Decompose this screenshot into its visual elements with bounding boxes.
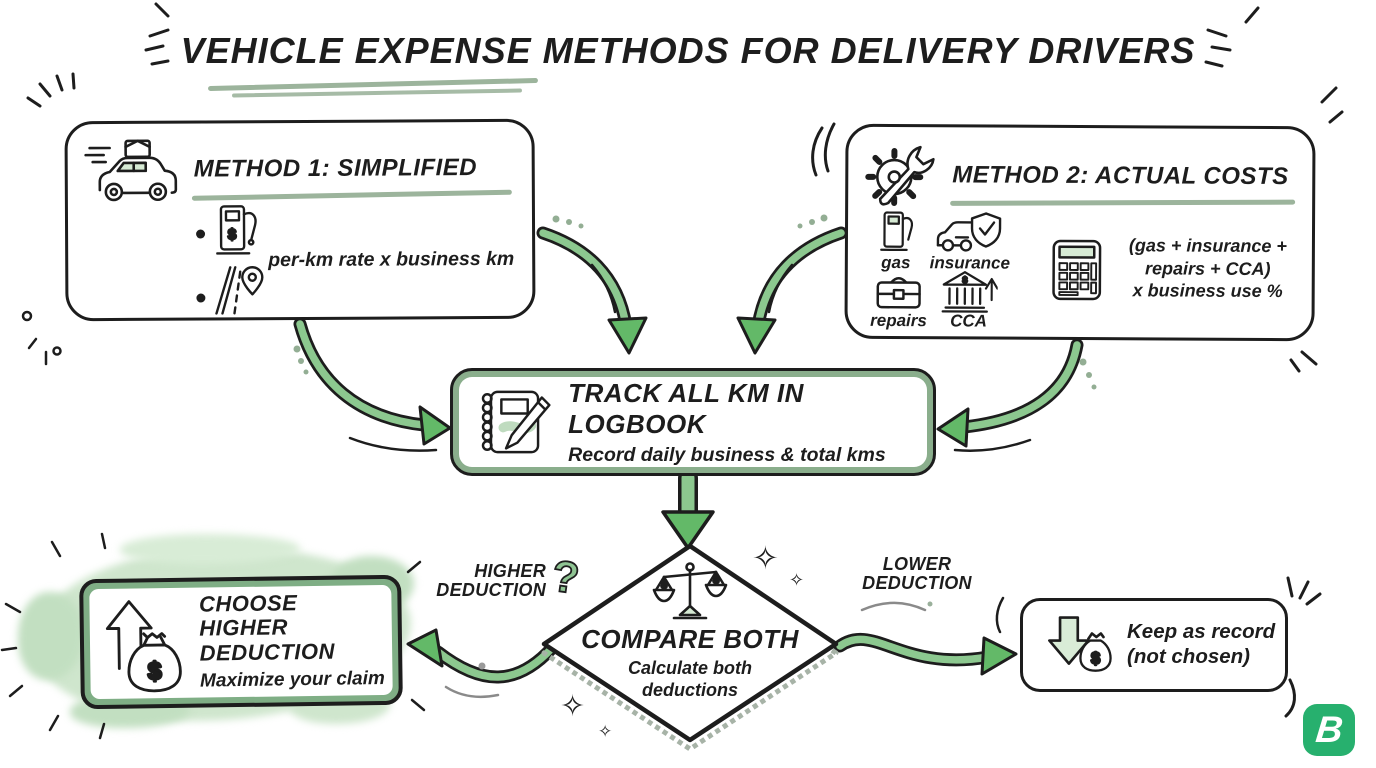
svg-text:$: $ bbox=[661, 580, 667, 591]
choose-heading-line: CHOOSE HIGHER bbox=[198, 589, 298, 641]
higher-deduction-label: HIGHER DEDUCTION bbox=[428, 561, 546, 601]
title-underline-2 bbox=[231, 88, 523, 98]
arrow-method1-top-to-logbook bbox=[536, 226, 648, 355]
down-arrow-money-bag-icon: $ bbox=[1048, 616, 1112, 672]
cost-item-label: CCA bbox=[950, 311, 988, 331]
formula-line: (gas + insurance + bbox=[1128, 235, 1288, 257]
compare-heading: COMPARE BOTH bbox=[581, 624, 799, 654]
bank-cca-icon: $ bbox=[941, 271, 998, 313]
method1-heading: METHOD 1: SIMPLIFIED bbox=[193, 154, 478, 183]
svg-text:$: $ bbox=[1091, 651, 1100, 668]
arrow-compare-to-keep bbox=[833, 601, 1018, 676]
car-insurance-icon bbox=[936, 212, 1002, 252]
arrow-logbook-to-compare bbox=[661, 468, 715, 550]
method2-heading: METHOD 2: ACTUAL COSTS bbox=[952, 161, 1289, 191]
method1-box: METHOD 1: SIMPLIFIED $ per-km rate bbox=[64, 118, 536, 322]
road-trip-icon bbox=[215, 266, 264, 315]
calculator-icon bbox=[1052, 239, 1102, 301]
method2-box: METHOD 2: ACTUAL COSTS gas insurance bbox=[844, 123, 1316, 342]
up-arrow-money-bag-icon: $ bbox=[105, 600, 182, 693]
page-title: VEHICLE EXPENSE METHODS FOR DELIVERY DRI… bbox=[180, 30, 1196, 71]
brand-logo: B bbox=[1303, 704, 1355, 756]
method2-formula: (gas + insurance + repairs + CCA) x busi… bbox=[1106, 234, 1310, 303]
sparkle-icon: ✧ bbox=[598, 722, 613, 742]
lower-label-line: DEDUCTION bbox=[862, 573, 972, 594]
arrow-method1-side-to-logbook bbox=[293, 317, 452, 452]
method2-underline bbox=[950, 199, 1296, 206]
choose-higher-box: $ CHOOSE HIGHER DEDUCTION Maximize your … bbox=[79, 574, 403, 710]
lower-label-line: LOWER bbox=[882, 554, 952, 574]
compare-subtext: Calculate both deductions bbox=[556, 658, 824, 701]
cost-item-label: repairs bbox=[870, 310, 927, 331]
keep-text-line: Keep as record bbox=[1127, 620, 1276, 644]
choose-subtext: Maximize your claim bbox=[199, 668, 385, 693]
compare-subtext-line: deductions bbox=[641, 679, 738, 700]
compare-subtext-line: Calculate both bbox=[627, 658, 752, 678]
arrow-method2-top-to-logbook bbox=[736, 226, 848, 355]
choose-heading: CHOOSE HIGHER DEDUCTION bbox=[199, 589, 393, 666]
bullet-dot bbox=[196, 293, 206, 303]
bullet-dot bbox=[196, 229, 206, 239]
sparkle-icon: ✧ bbox=[789, 570, 805, 591]
cost-item-label: gas bbox=[881, 252, 911, 273]
higher-label-line: HIGHER bbox=[474, 561, 546, 581]
gas-pump-icon bbox=[880, 211, 914, 252]
brand-logo-letter: B bbox=[1313, 709, 1345, 750]
higher-label-line: DEDUCTION bbox=[436, 580, 546, 601]
formula-line: repairs + CCA) bbox=[1144, 257, 1271, 279]
svg-text:$: $ bbox=[148, 658, 162, 685]
wrench-gear-icon bbox=[865, 145, 935, 207]
sparkle-icon: ✧ bbox=[752, 539, 779, 577]
gas-pump-icon: $ bbox=[215, 205, 257, 255]
arrow-compare-to-choose bbox=[406, 628, 559, 698]
keep-record-text: Keep as record (not chosen) bbox=[1127, 620, 1275, 669]
logbook-subtext: Record daily business & total kms bbox=[568, 443, 886, 466]
logbook-pencil-icon bbox=[481, 390, 551, 454]
logbook-heading: TRACK ALL KM IN LOGBOOK bbox=[568, 377, 804, 439]
keep-record-box: $ Keep as record (not chosen) bbox=[1020, 598, 1288, 692]
svg-text:$: $ bbox=[962, 275, 967, 285]
formula-line: x business use % bbox=[1132, 280, 1283, 302]
toolbox-icon bbox=[876, 277, 921, 309]
choose-heading-line: DEDUCTION bbox=[199, 638, 336, 666]
method1-formula: per-km rate x business km bbox=[268, 247, 515, 272]
sparkle-icon: ✧ bbox=[560, 689, 586, 724]
keep-text-line: (not chosen) bbox=[1127, 645, 1250, 668]
svg-text:$: $ bbox=[713, 575, 719, 586]
compare-content: $ $ COMPARE BOTH Calculate both deductio… bbox=[556, 560, 824, 701]
svg-text:$: $ bbox=[228, 226, 237, 243]
lower-deduction-label: LOWER DEDUCTION bbox=[852, 554, 982, 594]
balance-scale-icon: $ $ bbox=[652, 562, 728, 620]
logbook-box: TRACK ALL KM IN LOGBOOK Record daily bus… bbox=[450, 368, 936, 476]
arrow-method2-side-to-logbook bbox=[936, 338, 1084, 452]
delivery-car-icon bbox=[84, 139, 178, 202]
